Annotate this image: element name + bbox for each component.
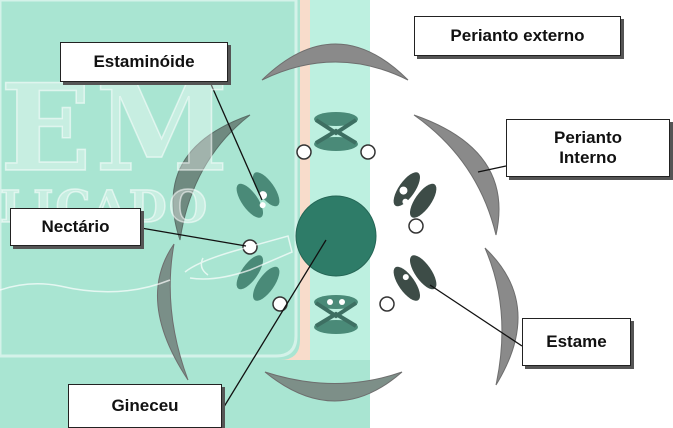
label-perianto-interno: Perianto Interno (506, 119, 670, 177)
inner-perianth (172, 114, 500, 241)
stamen-lower-right (393, 255, 437, 301)
label-gineceu-text: Gineceu (111, 396, 179, 415)
label-perianto-interno-line1: Perianto (553, 128, 623, 147)
stamens (236, 112, 437, 334)
label-perianto-externo-text: Perianto externo (450, 26, 585, 45)
outer-tepal-right (484, 247, 519, 386)
stamen-lower-left (236, 255, 280, 301)
label-estaminoide-text: Estaminóide (93, 52, 195, 71)
outer-tepal-top (261, 43, 409, 81)
inner-tepal-left (172, 114, 251, 241)
label-perianto-externo: Perianto externo (414, 16, 621, 56)
outer-tepal-left (157, 243, 189, 381)
stamen-bottom (314, 295, 358, 334)
outer-tepal-bottom (264, 371, 403, 402)
label-perianto-interno-line2: Interno (559, 148, 617, 167)
leader-lines (140, 81, 523, 411)
stamen-upper-right (393, 172, 437, 218)
label-gineceu: Gineceu (68, 384, 222, 428)
gynoecium (295, 195, 377, 277)
label-estaminoide: Estaminóide (60, 42, 228, 82)
watermark-pen (0, 235, 293, 293)
stamen-top (296, 112, 376, 160)
label-estame: Estame (522, 318, 631, 366)
label-nectario: Nectário (10, 208, 141, 246)
label-nectario-text: Nectário (41, 217, 110, 236)
label-estame-text: Estame (546, 332, 607, 351)
outer-perianth (157, 43, 519, 402)
inner-tepal-right (413, 114, 500, 236)
